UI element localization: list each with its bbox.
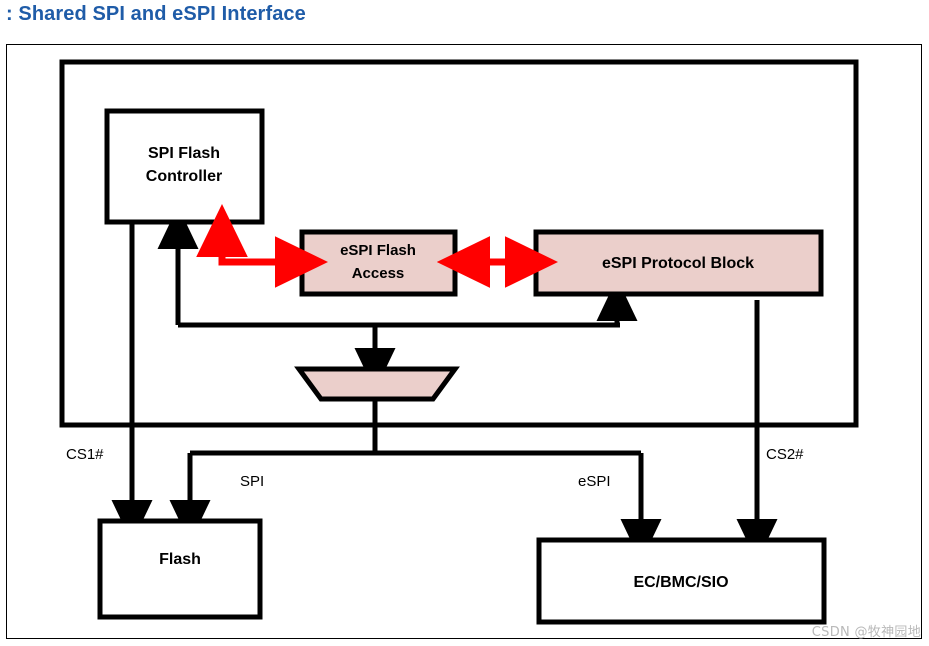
block-ec-bmc-sio[interactable]: EC/BMC/SIO: [536, 537, 827, 625]
spi-flash-controller-box: [104, 108, 265, 225]
wire-label-espi: eSPI: [578, 473, 611, 490]
block-flash[interactable]: Flash: [97, 518, 263, 620]
wire-label-cs1: CS1#: [66, 446, 104, 463]
page-title: : Shared SPI and eSPI Interface: [6, 3, 306, 25]
flash-box: [97, 518, 263, 620]
block-mux[interactable]: [294, 366, 460, 402]
spi-flash-controller-label-line1: SPI Flash: [148, 145, 220, 162]
red-arrow-flash-access-to-controller: [196, 203, 298, 266]
chipset-boundary-box: [59, 59, 859, 428]
wire-label-spi: SPI: [240, 473, 264, 490]
csdn-watermark: CSDN @牧神园地: [811, 625, 921, 640]
wire-label-cs2: CS2#: [766, 446, 804, 463]
mux-shape: [294, 366, 460, 402]
espi-protocol-label: eSPI Protocol Block: [602, 255, 754, 272]
espi-flash-access-label-line1: eSPI Flash: [340, 242, 416, 259]
block-espi-protocol[interactable]: eSPI Protocol Block: [533, 229, 824, 297]
ec-bmc-sio-label: EC/BMC/SIO: [633, 574, 728, 591]
block-espi-flash-access[interactable]: eSPI Flash Access: [299, 229, 458, 297]
ec-bmc-sio-box: [536, 537, 827, 625]
spi-flash-controller-label-line2: Controller: [146, 168, 222, 185]
block-spi-flash-controller[interactable]: SPI Flash Controller: [104, 108, 265, 225]
flash-label: Flash: [159, 551, 201, 568]
espi-flash-access-label-line2: Access: [352, 265, 405, 282]
